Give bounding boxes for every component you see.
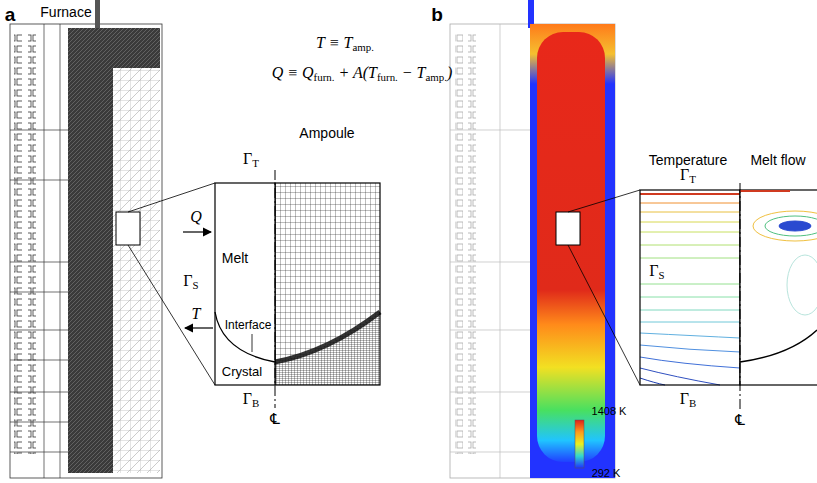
figure-label: ΓT [243, 151, 259, 169]
figure-label: T [192, 306, 201, 323]
figure-label: Interface [225, 319, 272, 332]
figure-label: ℄ [735, 413, 745, 429]
subscript: S [659, 269, 665, 281]
figure-label: ℄ [270, 412, 280, 428]
ampoule-zoom [183, 170, 380, 408]
figure-label: b [431, 5, 443, 25]
subscript: amp. [352, 41, 373, 53]
contour-zoom [640, 183, 817, 410]
figure-label: Ampoule [299, 126, 354, 141]
temperature-field [450, 0, 640, 478]
subscript: T [689, 173, 696, 185]
figure-label: Temperature [649, 153, 728, 168]
subscript: furn. [377, 71, 398, 83]
subscript: furn. [314, 71, 335, 83]
figure-label: ΓB [680, 391, 697, 409]
subscript: S [193, 279, 199, 291]
figure-label: 1408 K [592, 406, 627, 418]
figure-label: ΓT [680, 167, 696, 185]
subscript: amp. [426, 71, 447, 83]
furnace-mesh [10, 0, 215, 478]
figure-label: 292 K [592, 468, 621, 480]
figure-label: ΓS [647, 263, 666, 281]
subscript: T [252, 157, 259, 169]
figure-label: Melt [222, 251, 248, 266]
figure-label: T ≡ Tamp. [316, 35, 374, 53]
subscript: B [252, 397, 259, 409]
figure-label: Furnace [38, 5, 93, 20]
figure-label: ΓS [183, 273, 198, 291]
figure-label: Q [190, 209, 202, 226]
figure-label: a [5, 5, 16, 25]
figure-label: Crystal [222, 365, 262, 379]
figure-label: ΓB [243, 391, 260, 409]
figure-label: Q ≡ Qfurn. + A(Tfurn. − Tamp.) [272, 65, 453, 83]
subscript: B [689, 397, 696, 409]
figure-label: Melt flow [750, 153, 805, 168]
